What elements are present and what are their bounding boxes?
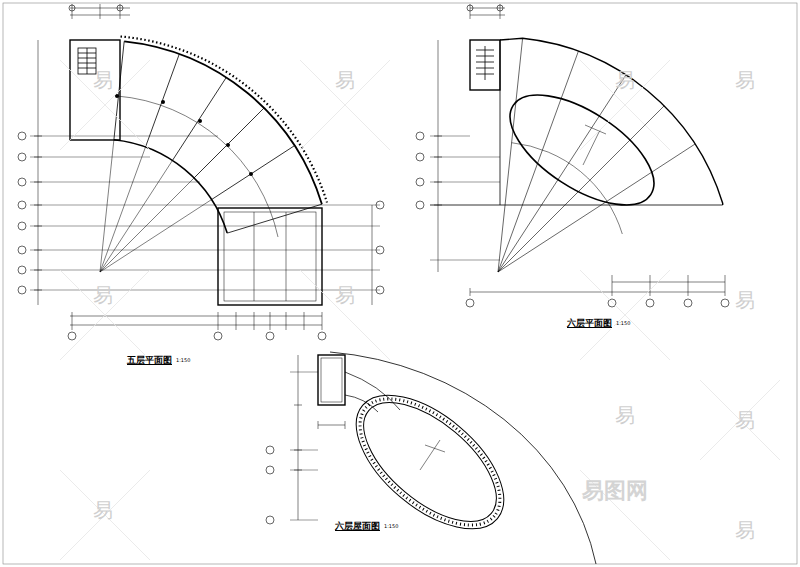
scale-note: 1:150 (176, 358, 190, 363)
watermark-lines (60, 60, 780, 560)
watermark: 易 (93, 70, 113, 90)
watermark: 易 (735, 410, 755, 430)
watermark: 易 (735, 520, 755, 540)
watermark: 易 (335, 285, 355, 305)
scale-note: 1:150 (616, 321, 630, 326)
watermark: 易 (93, 500, 113, 520)
watermark: 易 (615, 70, 635, 90)
plan-title: 六层屋面图 (333, 521, 382, 532)
scale-note: 1:150 (384, 524, 398, 529)
sixth-roof-plan (266, 352, 596, 564)
sheet-border (3, 3, 797, 564)
watermark: 易 (615, 405, 635, 425)
watermark: 易 (93, 285, 113, 305)
fifth-floor-plan (18, 4, 384, 340)
watermark: 易 (735, 70, 755, 90)
plan-title: 六层平面图 (565, 318, 614, 329)
watermark: 易 (735, 290, 755, 310)
watermark: 易 (335, 70, 355, 90)
watermark-logo: 易图网 (582, 480, 648, 502)
plan-title: 五层平面图 (125, 355, 174, 366)
sixth-floor-plan (416, 4, 729, 307)
